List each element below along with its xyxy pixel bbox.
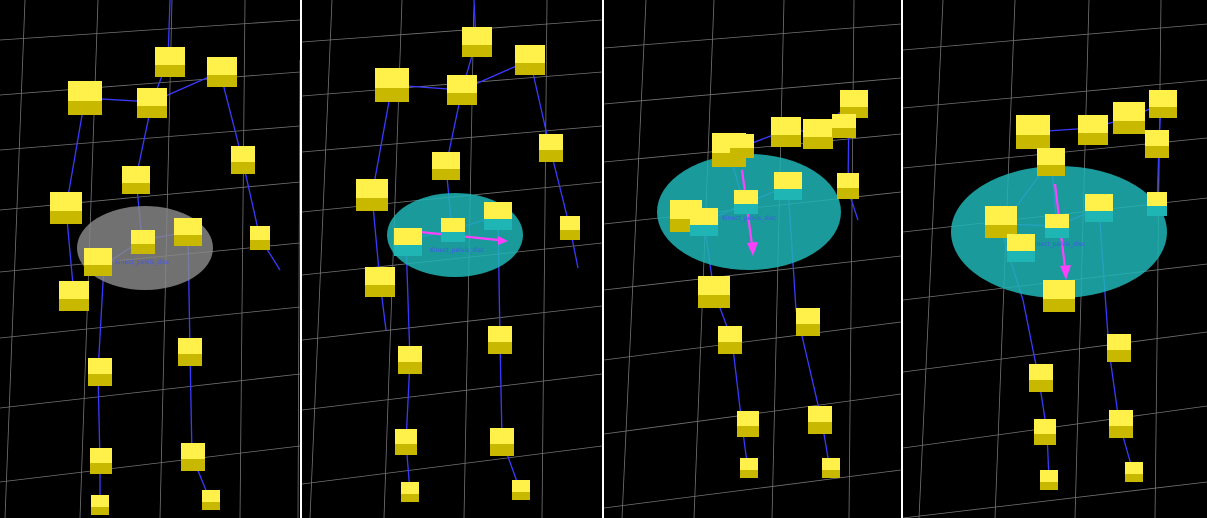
joint-cube [1149,90,1177,118]
joint-cube [202,490,220,510]
joint-cube [734,190,758,214]
joint-cube [1145,130,1169,158]
joint-cube [1107,334,1131,362]
joint-cube [771,117,801,147]
joint-cube [137,88,167,118]
joint-cube [91,495,109,515]
arrow-head-icon [747,242,758,256]
joint-cube [1043,280,1075,312]
joint-cube [560,216,580,240]
joints [356,27,580,502]
joint-cube [1029,364,1053,392]
joint-cube [1045,214,1069,238]
joint-cube [737,411,759,437]
joint-cube [832,114,856,138]
joint-cube [401,482,419,502]
joint-cube [515,45,545,75]
joint-cube [131,230,155,254]
joint-cube [718,326,742,354]
joint-cube [231,146,255,174]
joints [985,90,1177,490]
joints [670,90,868,478]
joint-cube [1113,102,1145,134]
scene-frame-4: Kinect_pelvis_disc [903,0,1207,518]
joint-cube [730,134,754,158]
panel-frame-3: Kinect_pelvis_disc [604,0,901,518]
joint-cube [490,428,514,456]
arrow-head-icon [498,236,508,245]
joint-cube [774,172,802,200]
joint-cube [155,47,185,77]
joint-cube [796,308,820,336]
joint-cube [740,458,758,478]
joint-cube [512,480,530,500]
panel-frame-2: Kinect_pelvis_disc [302,0,602,518]
joint-cube [1125,462,1143,482]
joint-cube [394,228,422,256]
joint-cube [1078,115,1108,145]
joint-cube [462,27,492,57]
joint-cube [1007,234,1035,262]
joint-cube [178,338,202,366]
joint-cube [398,346,422,374]
joint-cube [1085,194,1113,222]
joint-cube [539,134,563,162]
joint-cube [250,226,270,250]
joint-cube [484,202,512,230]
joint-cube [1040,470,1058,490]
joint-cube [375,68,409,102]
panel-frame-4: Kinect_pelvis_disc [903,0,1207,518]
joint-cube [1147,192,1167,216]
panel-frame-1: Kinect_pelvis_disc [0,0,300,518]
pelvis-disc-label: Kinect_pelvis_disc [115,259,169,266]
joint-cube [50,192,82,224]
joint-cube [84,248,112,276]
joint-cube [395,429,417,455]
arrow-head-icon [1060,265,1071,280]
joint-cube [174,218,202,246]
scene-frame-2: Kinect_pelvis_disc [302,0,602,518]
joint-cube [690,208,718,236]
pelvis-disc-label: Kinect_pelvis_disc [430,247,484,254]
joints [50,47,270,515]
joint-cube [1037,148,1065,176]
joint-cube [432,152,460,180]
joint-cube [840,90,868,118]
joint-cube [808,406,832,434]
joint-cube [1034,419,1056,445]
joint-cube [1016,115,1050,149]
joint-cube [837,173,859,199]
joint-cube [181,443,205,471]
scene-frame-1: Kinect_pelvis_disc [0,0,300,518]
joint-cube [68,81,102,115]
joint-cube [985,206,1017,238]
joint-cube [803,119,833,149]
joint-cube [1109,410,1133,438]
joint-cube [90,448,112,474]
scene-frame-3: Kinect_pelvis_disc [604,0,901,518]
pelvis-disc-label: Kinect_pelvis_disc [722,215,776,222]
panel-separator [300,0,302,518]
joint-cube [365,267,395,297]
joint-cube [88,358,112,386]
panel-separator [901,0,903,518]
joint-cube [447,75,477,105]
joint-cube [698,276,730,308]
joint-cube [822,458,840,478]
joint-cube [356,179,388,211]
joint-cube [59,281,89,311]
joint-cube [122,166,150,194]
joint-cube [207,57,237,87]
joint-cube [488,326,512,354]
pelvis-disc-label: Kinect_pelvis_disc [1031,241,1085,248]
joint-cube [441,218,465,242]
panel-separator [602,0,604,518]
